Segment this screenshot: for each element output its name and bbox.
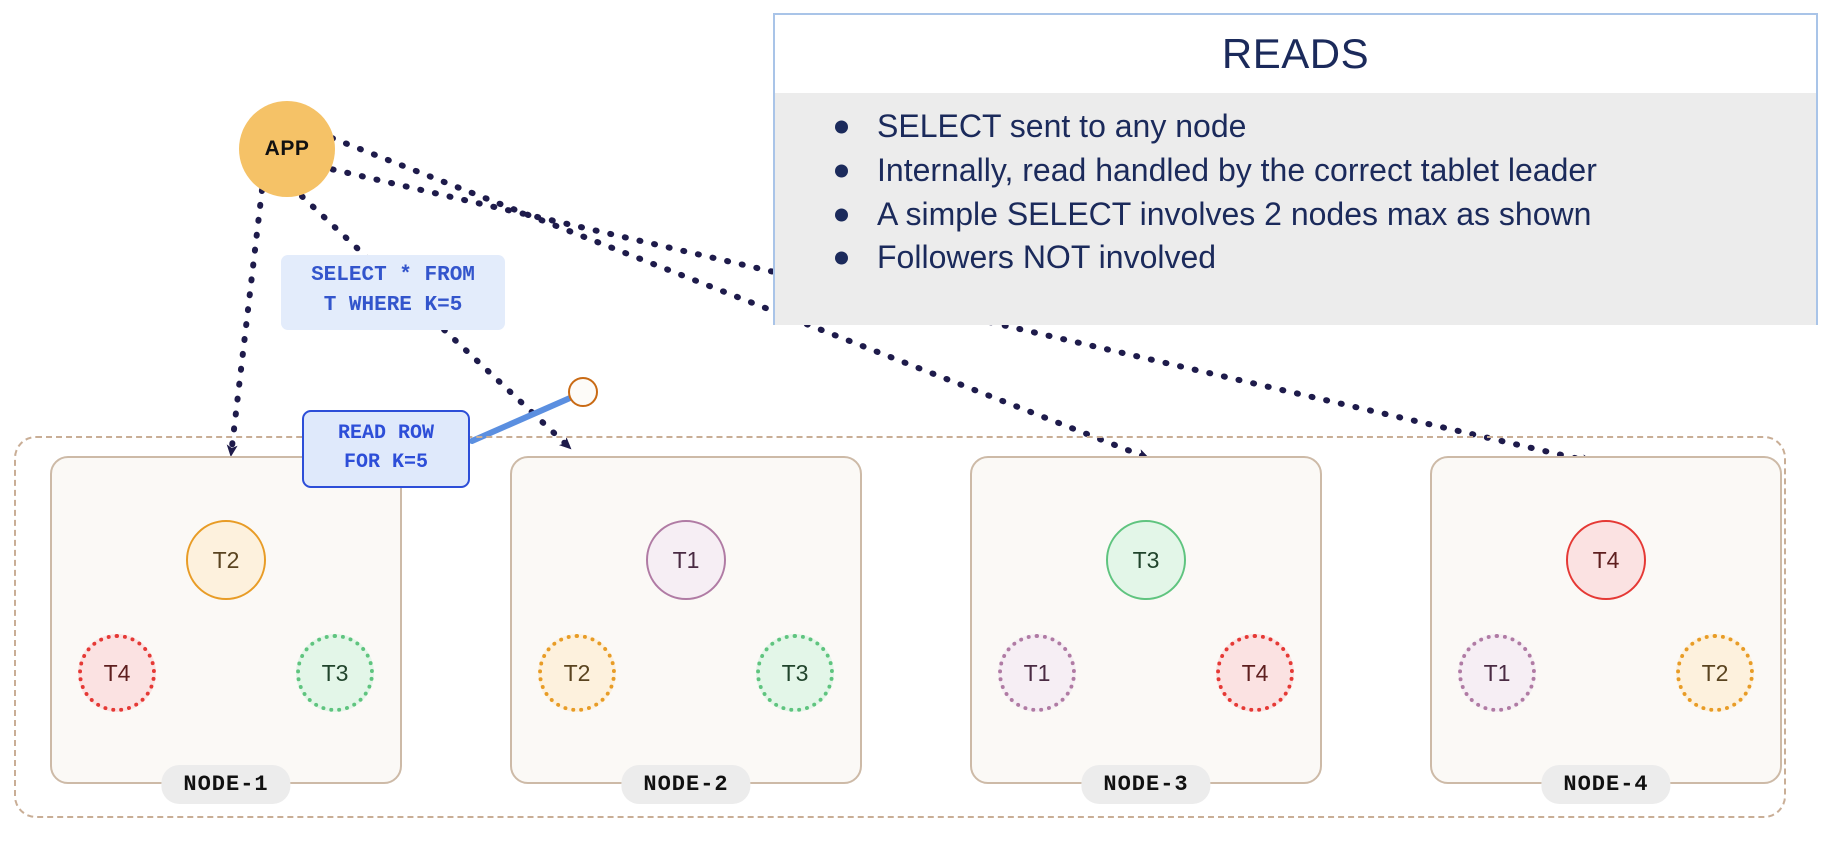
list-item: Followers NOT involved	[827, 236, 1816, 280]
node-box-3[interactable]: T3 T1 T4 NODE-3	[970, 456, 1322, 804]
sql-line-2: T WHERE K=5	[323, 294, 463, 318]
bullet-icon	[835, 208, 848, 222]
sql-line-1: SELECT * FROM	[311, 264, 475, 287]
node-name-badge: NODE-4	[1541, 765, 1671, 804]
tablet-label: T4	[103, 659, 131, 686]
tablet-follower[interactable]: T3	[756, 634, 834, 712]
tablet-label: T2	[1701, 659, 1729, 686]
bullet-text: Internally, read handled by the correct …	[877, 151, 1597, 188]
list-item: Internally, read handled by the correct …	[827, 149, 1816, 193]
node-box-1[interactable]: T2 T4 T3 NODE-1	[50, 456, 402, 804]
tablet-label: T1	[1023, 659, 1051, 686]
tablet-label: T2	[563, 659, 591, 686]
bullet-text: A simple SELECT involves 2 nodes max as …	[877, 195, 1592, 232]
link-port-to-readbox	[469, 395, 573, 444]
tablet-label: T1	[672, 546, 700, 573]
bullet-icon	[835, 251, 848, 265]
tablet-label: T4	[1592, 546, 1620, 573]
tablet-label: T3	[1132, 546, 1160, 573]
tablet-leader[interactable]: T2	[186, 520, 266, 600]
node-name-badge: NODE-2	[621, 765, 751, 804]
node-name-badge: NODE-3	[1081, 765, 1211, 804]
tablet-follower[interactable]: T4	[78, 634, 156, 712]
read-line-2: FOR K=5	[343, 451, 428, 474]
read-row-callout: READ ROW FOR K=5	[302, 410, 470, 488]
node-box-2[interactable]: T1 T2 T3 NODE-2	[510, 456, 862, 804]
sql-query-callout: SELECT * FROM T WHERE K=5	[281, 255, 505, 330]
tablet-label: T1	[1483, 659, 1511, 686]
bullet-text: SELECT sent to any node	[877, 108, 1247, 144]
tablet-leader[interactable]: T1	[646, 520, 726, 600]
tablet-label: T4	[1241, 659, 1269, 686]
tablet-follower[interactable]: T4	[1216, 634, 1294, 712]
node-name-badge: NODE-1	[161, 765, 291, 804]
read-line-1: READ ROW	[337, 422, 434, 445]
app-node[interactable]: APP	[239, 101, 335, 197]
tablet-follower[interactable]: T1	[998, 634, 1076, 712]
app-label: APP	[264, 137, 310, 160]
reads-panel-body: SELECT sent to any node Internally, read…	[775, 93, 1816, 325]
tablet-label: T3	[781, 659, 809, 686]
tablet-leader[interactable]: T3	[1106, 520, 1186, 600]
cluster-boundary	[14, 436, 1786, 818]
tablet-follower[interactable]: T2	[1676, 634, 1754, 712]
request-entry-port-icon	[568, 377, 598, 407]
bullet-text: Followers NOT involved	[877, 239, 1217, 276]
list-item: SELECT sent to any node	[827, 105, 1816, 149]
list-item: A simple SELECT involves 2 nodes max as …	[827, 193, 1816, 237]
bullet-icon	[835, 120, 848, 134]
tablet-leader[interactable]: T4	[1566, 520, 1646, 600]
bullet-icon	[835, 164, 848, 178]
tablet-label: T3	[321, 659, 349, 686]
tablet-label: T2	[212, 546, 240, 573]
reads-info-panel: READS SELECT sent to any node Internally…	[773, 13, 1818, 325]
link-app-to-node1	[226, 187, 265, 458]
tablet-follower[interactable]: T2	[538, 634, 616, 712]
node-box-4[interactable]: T4 T1 T2 NODE-4	[1430, 456, 1782, 804]
reads-bullet-list: SELECT sent to any node Internally, read…	[775, 103, 1816, 280]
tablet-follower[interactable]: T1	[1458, 634, 1536, 712]
tablet-follower[interactable]: T3	[296, 634, 374, 712]
reads-panel-title: READS	[1221, 30, 1370, 77]
